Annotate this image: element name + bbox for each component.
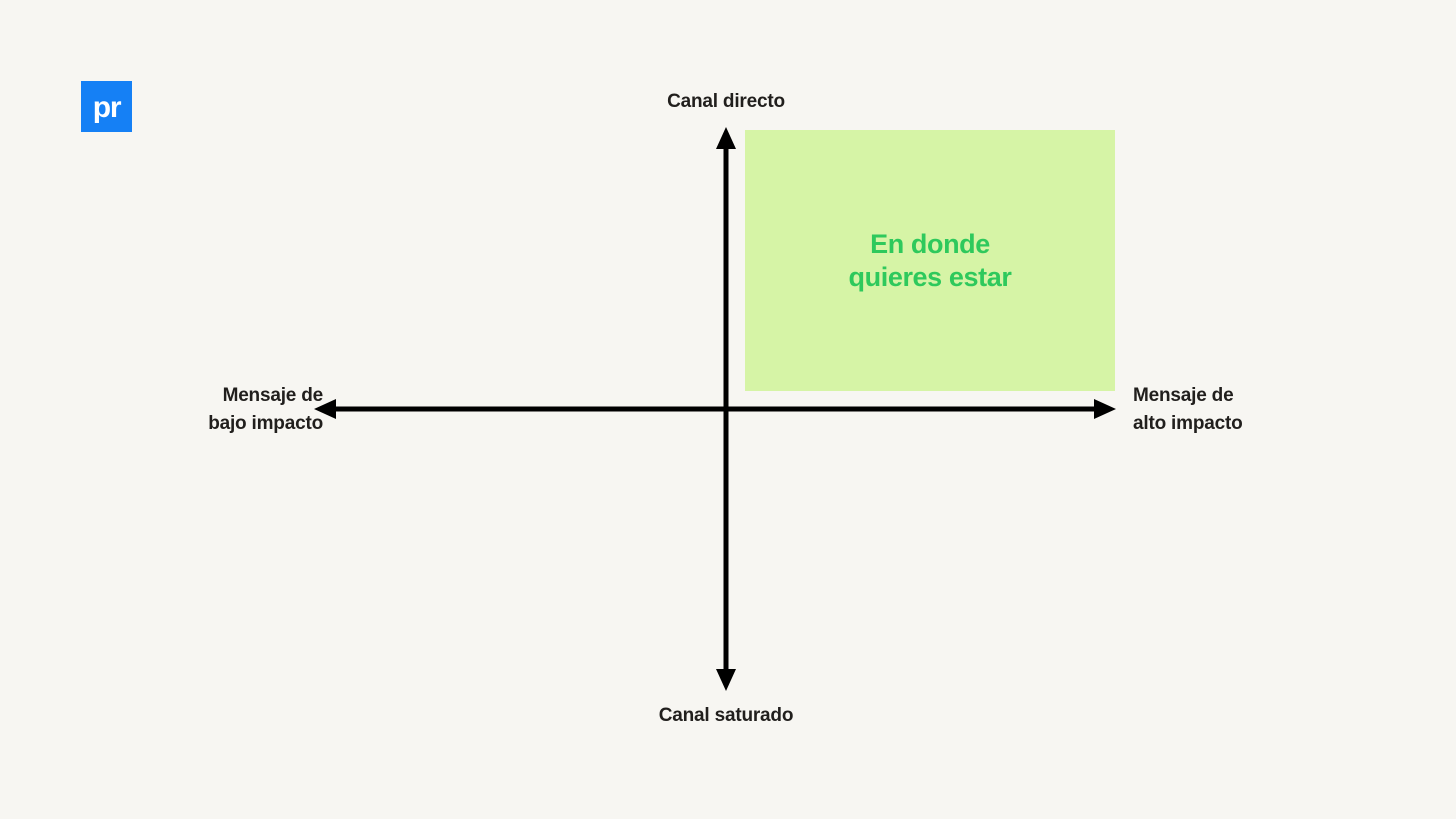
axis-label-top: Canal directo — [667, 91, 785, 112]
axis-arrow-left-icon — [314, 399, 336, 419]
axis-arrow-up-icon — [716, 127, 736, 149]
highlight-region-sweet-spot: En donde quieres estar — [745, 130, 1115, 391]
highlight-region-label: En donde quieres estar — [848, 228, 1012, 292]
axis-arrow-right-icon — [1094, 399, 1116, 419]
axis-label-right: Mensaje de alto impacto — [1133, 385, 1243, 434]
axis-arrow-down-icon — [716, 669, 736, 691]
brand-logo: pr — [81, 81, 132, 132]
brand-logo-text: pr — [92, 90, 122, 124]
axis-label-left: Mensaje de bajo impacto — [208, 385, 323, 434]
axis-label-bottom: Canal saturado — [658, 705, 794, 726]
